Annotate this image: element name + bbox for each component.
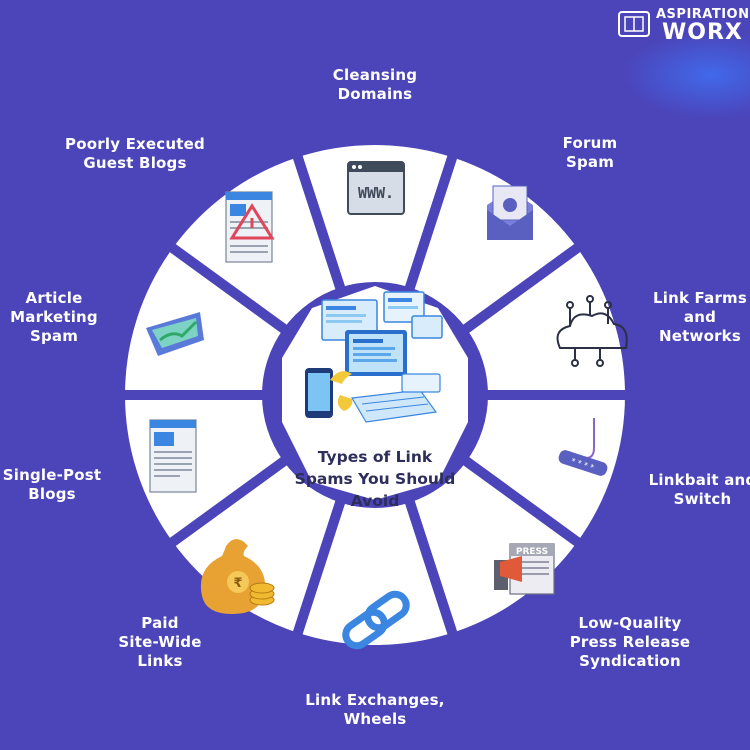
wheel-segment xyxy=(403,453,587,643)
wheel-segment xyxy=(291,135,459,298)
wheel-segment xyxy=(457,240,635,400)
wheel-segment xyxy=(291,492,459,655)
www-browser-icon: WWW. xyxy=(347,161,405,215)
logo-glow xyxy=(620,30,750,120)
label-press-release: Low-Quality Press Release Syndication xyxy=(569,614,691,670)
logo-text-bottom: WORX xyxy=(662,20,743,45)
label-paid-site-wide: Paid Site-Wide Links xyxy=(118,614,202,670)
label-link-farms-networks: Link Farms and Networks xyxy=(652,289,748,345)
logo-mark-icon xyxy=(618,11,650,37)
aspiration-worx-logo: ASPIRATION WORX xyxy=(612,4,750,46)
svg-text:WWW.: WWW. xyxy=(358,184,394,202)
fishing-hook-icon: * * * * xyxy=(558,418,608,476)
computer-devices-illustration xyxy=(305,291,443,423)
press-release-icon: PRESS xyxy=(494,543,555,595)
label-forum-spam: Forum Spam xyxy=(562,134,618,171)
wheel-segments xyxy=(115,135,635,655)
svg-text:PRESS: PRESS xyxy=(516,547,548,557)
label-guest-blogs: Poorly Executed Guest Blogs xyxy=(65,135,205,172)
svg-text:₹: ₹ xyxy=(233,576,242,591)
label-article-marketing: Article Marketing Spam xyxy=(10,289,98,345)
map-icon xyxy=(146,312,204,356)
label-link-exchanges: Link Exchanges, Wheels xyxy=(305,691,445,728)
chain-link-icon xyxy=(342,590,410,650)
wheel-segment xyxy=(457,390,635,550)
blog-document-icon xyxy=(149,419,197,493)
center-title: Types of Link Spams You Should Avoid xyxy=(294,448,456,510)
wheel-segment xyxy=(403,147,587,337)
label-linkbait-switch: Linkbait and Switch xyxy=(648,471,750,508)
label-single-post-blogs: Single-Post Blogs xyxy=(2,466,102,503)
money-bag-icon: ₹ xyxy=(200,539,275,614)
cloud-network-icon xyxy=(556,295,628,367)
logo-text-top: ASPIRATION xyxy=(656,7,750,22)
spam-envelope-icon xyxy=(487,185,533,240)
warning-blog-icon xyxy=(225,191,275,263)
label-cleansing-domains: Cleansing Domains xyxy=(332,66,418,103)
wheel-segment xyxy=(115,240,293,400)
wheel-segment xyxy=(163,453,347,643)
